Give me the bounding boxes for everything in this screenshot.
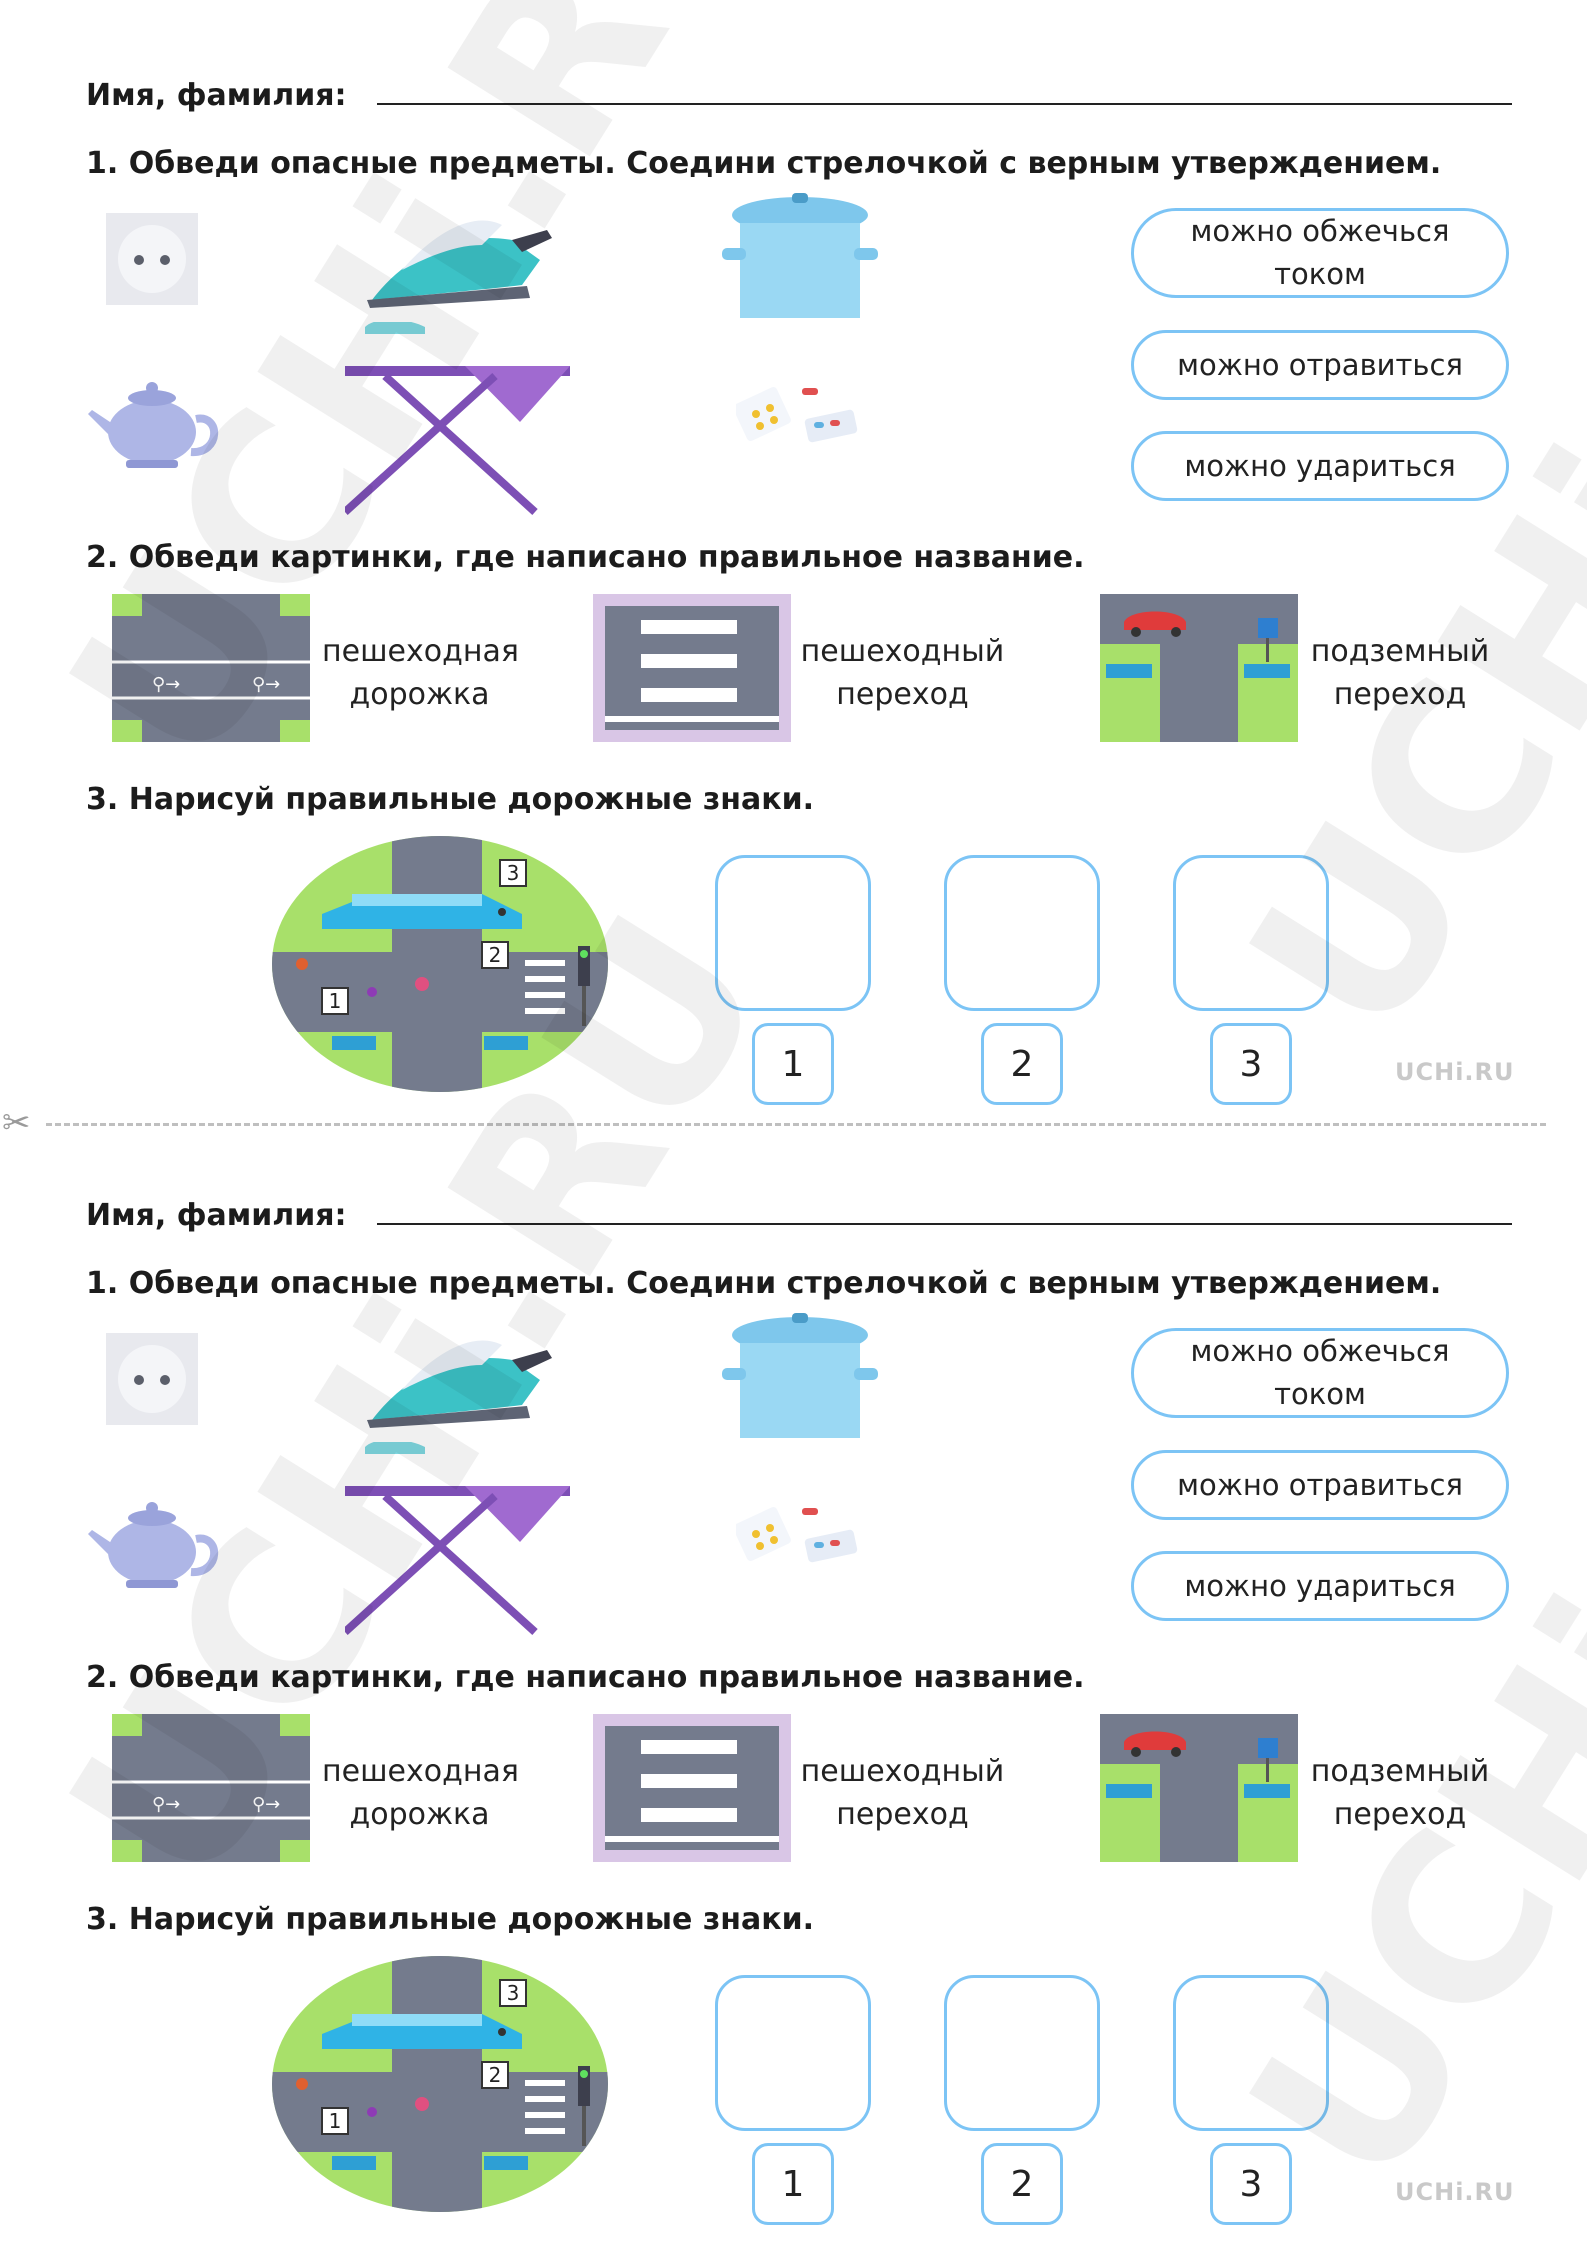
socket-icon[interactable] (106, 213, 198, 305)
worksheet-copy-2: Имя, фамилия: 1. Обведи опасные предметы… (0, 1120, 1587, 2240)
task2-title: 2. Обведи картинки, где написано правиль… (86, 1660, 1085, 1695)
ironing-board-icon[interactable] (345, 322, 575, 517)
task2-title: 2. Обведи картинки, где написано правиль… (86, 540, 1085, 575)
underground-crossing-icon[interactable] (1100, 1714, 1298, 1862)
task3-title: 3. Нарисуй правильные дорожные знаки. (86, 1902, 815, 1937)
caption-underground: подземный переход (1310, 1754, 1490, 1832)
number-box-2: 2 (981, 1023, 1063, 1105)
svg-text:⚲→: ⚲→ (252, 674, 280, 695)
number-box-1: 1 (752, 2143, 834, 2225)
number-box-1: 1 (752, 1023, 834, 1105)
statement-poison[interactable]: можно отравиться (1131, 1450, 1509, 1520)
statement-bump[interactable]: можно удариться (1131, 1551, 1509, 1621)
underground-crossing-icon[interactable] (1100, 594, 1298, 742)
map-label-1: 1 (329, 989, 342, 1013)
statement-bump[interactable]: можно удариться (1131, 431, 1509, 501)
caption-zebra: пешеходный переход (800, 634, 1005, 712)
pot-icon[interactable] (720, 193, 880, 323)
pills-icon[interactable] (736, 1504, 861, 1579)
caption-bike-path: пешеходная дорожка (322, 1754, 519, 1832)
draw-box-3[interactable] (1173, 855, 1329, 1011)
task1-title: 1. Обведи опасные предметы. Соедини стре… (86, 1266, 1442, 1301)
teapot-icon[interactable] (86, 374, 226, 470)
scissors-icon: ✂ (2, 1103, 31, 1143)
number-box-3: 3 (1210, 2143, 1292, 2225)
draw-box-3[interactable] (1173, 1975, 1329, 2131)
svg-text:⚲→: ⚲→ (152, 674, 180, 695)
number-box-3: 3 (1210, 1023, 1292, 1105)
map-label-3: 3 (507, 861, 520, 885)
caption-underground: подземный переход (1310, 634, 1490, 712)
task1-title: 1. Обведи опасные предметы. Соедини стре… (86, 146, 1442, 181)
svg-text:⚲→: ⚲→ (252, 1794, 280, 1815)
name-input-line[interactable] (377, 103, 1512, 105)
zebra-crossing-icon[interactable] (593, 594, 791, 742)
statement-burn[interactable]: можно обжечься током (1131, 1328, 1509, 1418)
pot-icon[interactable] (720, 1313, 880, 1443)
map-label-3: 3 (507, 1981, 520, 2005)
map-label-2: 2 (489, 943, 502, 967)
name-input-line[interactable] (377, 1223, 1512, 1225)
iron-icon[interactable] (362, 200, 552, 310)
teapot-icon[interactable] (86, 1494, 226, 1590)
map-label-2: 2 (489, 2063, 502, 2087)
draw-box-1[interactable] (715, 855, 871, 1011)
statement-poison[interactable]: можно отравиться (1131, 330, 1509, 400)
svg-text:⚲→: ⚲→ (152, 1794, 180, 1815)
caption-zebra: пешеходный переход (800, 1754, 1005, 1832)
crossroad-map: 3 2 1 (272, 836, 608, 1092)
ironing-board-icon[interactable] (345, 1442, 575, 1637)
zebra-crossing-icon[interactable] (593, 1714, 791, 1862)
pills-icon[interactable] (736, 384, 861, 459)
draw-box-2[interactable] (944, 855, 1100, 1011)
uchi-logo: UCHi.RU (1395, 2178, 1515, 2206)
cut-line (46, 1123, 1546, 1126)
iron-icon[interactable] (362, 1320, 552, 1430)
draw-box-2[interactable] (944, 1975, 1100, 2131)
uchi-logo: UCHi.RU (1395, 1058, 1515, 1086)
worksheet-copy-1: Имя, фамилия: 1. Обведи опасные предметы… (0, 0, 1587, 1120)
bike-path-icon[interactable]: ⚲→ ⚲→ (112, 594, 310, 742)
caption-bike-path: пешеходная дорожка (322, 634, 519, 712)
bike-path-icon[interactable]: ⚲→ ⚲→ (112, 1714, 310, 1862)
statement-burn[interactable]: можно обжечься током (1131, 208, 1509, 298)
socket-icon[interactable] (106, 1333, 198, 1425)
task3-title: 3. Нарисуй правильные дорожные знаки. (86, 782, 815, 817)
number-box-2: 2 (981, 2143, 1063, 2225)
draw-box-1[interactable] (715, 1975, 871, 2131)
map-label-1: 1 (329, 2109, 342, 2133)
name-label: Имя, фамилия: (86, 78, 347, 113)
name-label: Имя, фамилия: (86, 1198, 347, 1233)
crossroad-map: 3 2 1 (272, 1956, 608, 2212)
